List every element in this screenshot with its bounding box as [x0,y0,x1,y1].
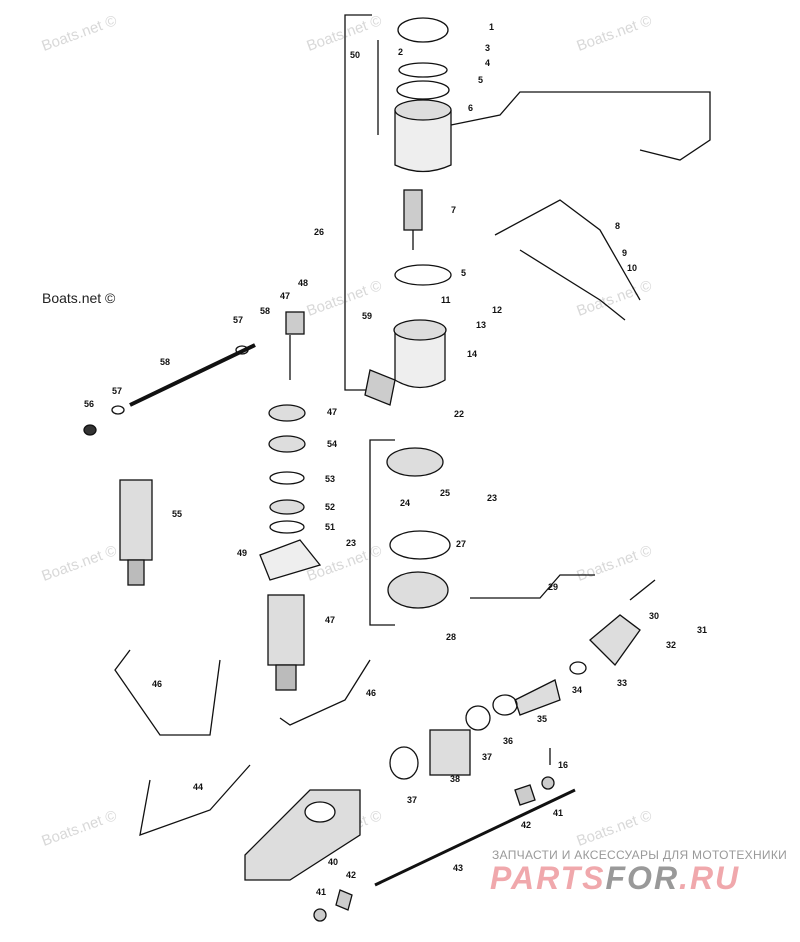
callout-23: 23 [487,493,497,503]
callout-7: 7 [451,205,456,215]
callout-30: 30 [649,611,659,621]
callout-2: 2 [398,47,403,57]
callout-53: 53 [325,474,335,484]
brand-part: FOR [605,860,680,896]
callout-5: 5 [478,75,483,85]
callout-24: 24 [400,498,410,508]
watermark: Boats.net © [42,290,116,306]
o-ring [394,264,452,286]
callout-23: 23 [346,538,356,548]
callout-46: 46 [152,679,162,689]
brand-part: PARTS [490,860,606,896]
callout-57: 57 [233,315,243,325]
brand-subtitle: ЗАПЧАСТИ И АКСЕССУАРЫ ДЛЯ МОТОТЕХНИКИ [492,848,788,862]
tube [470,574,595,599]
callout-47: 47 [327,407,337,417]
callout-36: 36 [503,736,513,746]
trim-cylinder [267,594,305,666]
sleeve [429,729,471,776]
o-ring [398,62,448,78]
callout-55: 55 [172,509,182,519]
shock-cylinder [119,479,153,561]
callout-34: 34 [572,685,582,695]
bushing [285,311,305,335]
valve-body [386,447,444,477]
callout-31: 31 [697,625,707,635]
callout-13: 13 [476,320,486,330]
callout-43: 43 [453,863,463,873]
callout-27: 27 [456,539,466,549]
armature [403,189,423,231]
callout-49: 49 [237,548,247,558]
callout-54: 54 [327,439,337,449]
callout-37: 37 [482,752,492,762]
callout-44: 44 [193,782,203,792]
callout-9: 9 [622,248,627,258]
motor-frame [394,110,452,173]
callout-41: 41 [553,808,563,818]
o-ring [389,530,451,560]
wire-harness [450,91,711,161]
tube-46 [279,659,371,726]
callout-26: 26 [314,227,324,237]
callout-25: 25 [440,488,450,498]
callout-14: 14 [467,349,477,359]
callout-41: 41 [316,887,326,897]
gasket [396,80,450,100]
bracket [259,539,322,581]
callout-48: 48 [298,278,308,288]
brand-logo: PARTSFOR.RU [490,860,740,897]
callout-37: 37 [407,795,417,805]
reservoir [387,571,449,609]
callout-10: 10 [627,263,637,273]
callout-52: 52 [325,502,335,512]
callout-56: 56 [84,399,94,409]
group-bracket-23 [369,439,395,626]
callout-35: 35 [537,714,547,724]
callout-5: 5 [461,268,466,278]
callout-3: 3 [485,43,490,53]
callout-6: 6 [468,103,473,113]
callout-29: 29 [548,582,558,592]
callout-59: 59 [362,311,372,321]
end-cap [397,17,449,43]
callout-42: 42 [521,820,531,830]
tube-46 [114,649,221,736]
callout-46: 46 [366,688,376,698]
callout-47: 47 [325,615,335,625]
callout-57: 57 [112,386,122,396]
callout-4: 4 [485,58,490,68]
callout-8: 8 [615,221,620,231]
group-bracket-26 [344,14,378,391]
callout-22: 22 [454,409,464,419]
pivot-rod [129,343,256,407]
callout-28: 28 [446,632,456,642]
wire-lead [494,199,641,321]
callout-32: 32 [666,640,676,650]
shaft [374,788,576,887]
callout-58: 58 [160,357,170,367]
mounting-bracket [244,789,361,881]
callout-58: 58 [260,306,270,316]
callout-50: 50 [350,50,360,60]
callout-33: 33 [617,678,627,688]
callout-51: 51 [325,522,335,532]
brand-part: .RU [679,860,741,896]
callout-40: 40 [328,857,338,867]
callout-12: 12 [492,305,502,315]
callout-42: 42 [346,870,356,880]
callout-38: 38 [450,774,460,784]
callout-47: 47 [280,291,290,301]
callout-1: 1 [489,22,494,32]
tube-44 [139,764,251,836]
callout-16: 16 [558,760,568,770]
callout-11: 11 [441,295,451,305]
